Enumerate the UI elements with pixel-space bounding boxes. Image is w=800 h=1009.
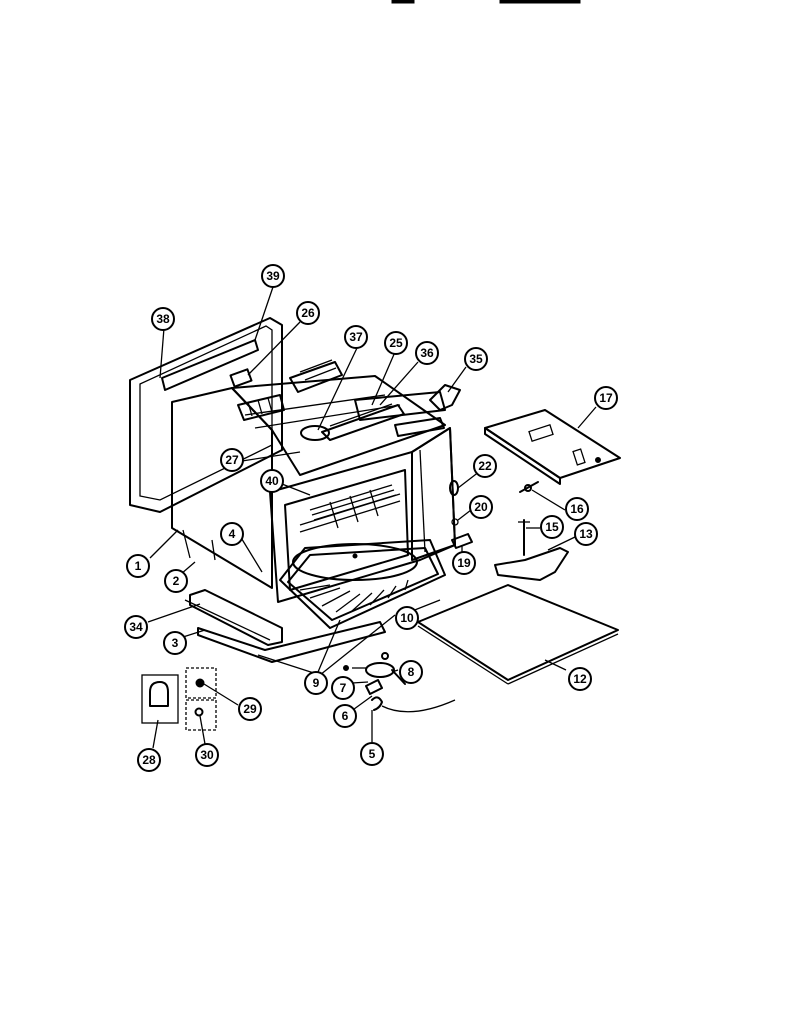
callout-37: 37 xyxy=(344,325,368,349)
callout-5: 5 xyxy=(360,742,384,766)
svg-text:34: 34 xyxy=(129,620,143,634)
svg-text:17: 17 xyxy=(599,391,613,405)
callout-1: 1 xyxy=(126,554,150,578)
callout-2: 2 xyxy=(164,569,188,593)
control-panel-part xyxy=(484,409,621,485)
svg-text:36: 36 xyxy=(420,346,434,360)
svg-text:2: 2 xyxy=(173,574,180,588)
callout-16: 16 xyxy=(565,497,589,521)
callout-7: 7 xyxy=(331,676,355,700)
svg-text:25: 25 xyxy=(389,336,403,350)
svg-text:20: 20 xyxy=(474,500,488,514)
pivot-hardware-part xyxy=(518,481,539,556)
svg-text:9: 9 xyxy=(313,676,320,690)
svg-text:1: 1 xyxy=(135,559,142,573)
svg-text:12: 12 xyxy=(573,672,587,686)
svg-text:38: 38 xyxy=(156,312,170,326)
svg-text:40: 40 xyxy=(265,474,279,488)
svg-text:8: 8 xyxy=(408,665,415,679)
svg-text:5: 5 xyxy=(369,747,376,761)
grommet-part xyxy=(449,480,459,496)
header-fragment xyxy=(391,0,581,4)
callout-34: 34 xyxy=(124,615,148,639)
callout-15: 15 xyxy=(540,515,564,539)
bottom-rails-part xyxy=(182,529,396,676)
callout-6: 6 xyxy=(333,704,357,728)
valve-assembly-part xyxy=(343,652,456,713)
callout-38: 38 xyxy=(151,307,175,331)
callout-22: 22 xyxy=(473,454,497,478)
callout-10: 10 xyxy=(395,606,419,630)
callout-26: 26 xyxy=(296,301,320,325)
callout-29: 29 xyxy=(238,697,262,721)
callout-28: 28 xyxy=(137,748,161,772)
callout-17: 17 xyxy=(594,386,618,410)
callout-19: 19 xyxy=(452,551,476,575)
callout-3: 3 xyxy=(163,631,187,655)
screw-part xyxy=(451,518,459,526)
callout-4: 4 xyxy=(220,522,244,546)
svg-text:3: 3 xyxy=(172,636,179,650)
damper-part xyxy=(494,547,569,581)
svg-text:30: 30 xyxy=(200,748,214,762)
callout-30: 30 xyxy=(195,743,219,767)
callout-39: 39 xyxy=(261,264,285,288)
small-parts-group xyxy=(141,667,217,731)
svg-text:13: 13 xyxy=(579,527,593,541)
label-plate-part xyxy=(229,368,253,388)
svg-text:22: 22 xyxy=(478,459,492,473)
svg-text:37: 37 xyxy=(349,330,363,344)
svg-text:16: 16 xyxy=(570,502,584,516)
svg-text:19: 19 xyxy=(457,556,471,570)
leader-lines xyxy=(147,283,597,749)
oven-bottom-part xyxy=(279,539,446,629)
svg-text:35: 35 xyxy=(469,352,483,366)
bracket-part xyxy=(429,384,461,411)
svg-text:28: 28 xyxy=(142,753,156,767)
svg-text:7: 7 xyxy=(340,681,347,695)
callout-27: 27 xyxy=(220,448,244,472)
svg-text:15: 15 xyxy=(545,520,559,534)
callout-36: 36 xyxy=(415,341,439,365)
svg-text:27: 27 xyxy=(225,453,239,467)
callout-20: 20 xyxy=(469,495,493,519)
svg-text:29: 29 xyxy=(243,702,257,716)
clip-part xyxy=(451,533,473,549)
svg-text:39: 39 xyxy=(266,269,280,283)
callout-25: 25 xyxy=(384,331,408,355)
svg-text:4: 4 xyxy=(229,527,236,541)
callout-8: 8 xyxy=(399,660,423,684)
svg-text:10: 10 xyxy=(400,611,414,625)
svg-text:6: 6 xyxy=(342,709,349,723)
callout-13: 13 xyxy=(574,522,598,546)
callout-35: 35 xyxy=(464,347,488,371)
back-panel-part xyxy=(129,317,283,513)
bottom-panel-part xyxy=(417,584,619,681)
callout-12: 12 xyxy=(568,667,592,691)
callout-40: 40 xyxy=(260,469,284,493)
svg-text:26: 26 xyxy=(301,306,315,320)
callout-9: 9 xyxy=(304,671,328,695)
burner-part xyxy=(300,403,405,441)
top-cover-part xyxy=(354,391,446,437)
